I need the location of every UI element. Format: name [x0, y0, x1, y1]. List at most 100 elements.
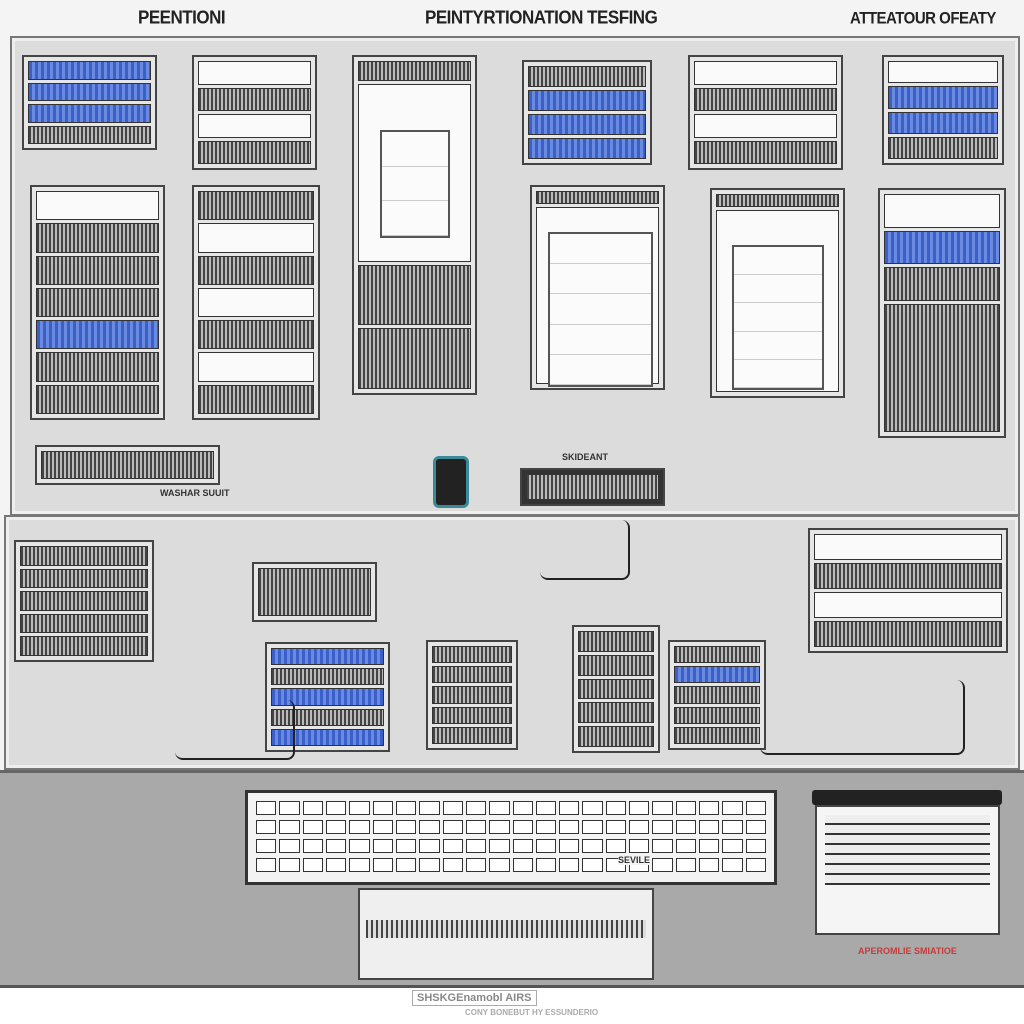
keyboard-key[interactable] — [489, 820, 510, 834]
keyboard-key[interactable] — [325, 801, 347, 815]
keyboard-key[interactable] — [465, 839, 487, 853]
keyboard-key[interactable] — [349, 858, 370, 872]
keyboard-key[interactable] — [699, 839, 720, 853]
keyboard-key[interactable] — [559, 820, 580, 834]
keyboard-key[interactable] — [279, 858, 300, 872]
keyboard-key[interactable] — [745, 820, 766, 834]
keyboard-key[interactable] — [442, 801, 463, 815]
server-rack — [30, 185, 165, 420]
keyboard-key[interactable] — [419, 839, 440, 853]
footer — [0, 985, 1024, 1024]
keyboard[interactable] — [245, 790, 777, 885]
keyboard-key[interactable] — [745, 839, 766, 853]
keyboard-key[interactable] — [395, 801, 417, 815]
keyboard-key[interactable] — [605, 820, 627, 834]
keyboard-key[interactable] — [372, 858, 393, 872]
keyboard-key[interactable] — [419, 801, 440, 815]
keyboard-key[interactable] — [675, 801, 697, 815]
keyboard-key[interactable] — [582, 820, 603, 834]
keyboard-key[interactable] — [559, 858, 580, 872]
keyboard-key[interactable] — [675, 820, 697, 834]
keyboard-key[interactable] — [302, 820, 323, 834]
keyboard-key[interactable] — [722, 839, 743, 853]
keyboard-key[interactable] — [652, 801, 673, 815]
keyboard-key[interactable] — [395, 820, 417, 834]
keyboard-key[interactable] — [302, 839, 323, 853]
keyboard-key[interactable] — [372, 820, 393, 834]
keyboard-key[interactable] — [372, 801, 393, 815]
keyboard-key[interactable] — [699, 820, 720, 834]
keyboard-key[interactable] — [489, 839, 510, 853]
keyboard-key[interactable] — [395, 839, 417, 853]
server-rack — [882, 55, 1004, 165]
keyboard-key[interactable] — [442, 820, 463, 834]
keyboard-key[interactable] — [582, 839, 603, 853]
keyboard-key[interactable] — [442, 839, 463, 853]
keyboard-key[interactable] — [395, 858, 417, 872]
keyboard-key[interactable] — [256, 839, 277, 853]
server-rack — [668, 640, 766, 750]
keyboard-key[interactable] — [722, 820, 743, 834]
server-rack — [265, 642, 390, 752]
keyboard-key[interactable] — [559, 839, 580, 853]
keyboard-key[interactable] — [722, 858, 743, 872]
cable — [760, 680, 965, 755]
keyboard-key[interactable] — [349, 820, 370, 834]
keyboard-key[interactable] — [745, 801, 766, 815]
keyboard-key[interactable] — [256, 820, 277, 834]
keyboard-key[interactable] — [629, 801, 650, 815]
keyboard-key[interactable] — [419, 858, 440, 872]
keyboard-key[interactable] — [349, 839, 370, 853]
keyboard-key[interactable] — [256, 858, 277, 872]
cable — [540, 520, 630, 580]
keyboard-key[interactable] — [699, 801, 720, 815]
keyboard-key[interactable] — [535, 839, 557, 853]
keyboard-key[interactable] — [256, 801, 277, 815]
keyboard-key[interactable] — [279, 801, 300, 815]
laptop[interactable] — [815, 805, 1000, 935]
keyboard-key[interactable] — [582, 801, 603, 815]
monitor-screen — [732, 245, 824, 390]
keyboard-key[interactable] — [675, 858, 697, 872]
keyboard-key[interactable] — [605, 801, 627, 815]
keyboard-key[interactable] — [465, 820, 487, 834]
keyboard-key[interactable] — [629, 820, 650, 834]
keyboard-key[interactable] — [535, 858, 557, 872]
keyboard-key[interactable] — [722, 801, 743, 815]
keyboard-key[interactable] — [325, 839, 347, 853]
keyboard-key[interactable] — [302, 801, 323, 815]
keyboard-key[interactable] — [582, 858, 603, 872]
keyboard-key[interactable] — [652, 820, 673, 834]
server-rack — [522, 60, 652, 165]
keyboard-key[interactable] — [512, 820, 533, 834]
keyboard-key[interactable] — [605, 839, 627, 853]
switch-unit — [520, 468, 665, 506]
control-panel — [808, 528, 1008, 653]
keyboard-key[interactable] — [465, 801, 487, 815]
keyboard-key[interactable] — [652, 839, 673, 853]
keyboard-key[interactable] — [745, 858, 766, 872]
keyboard-key[interactable] — [629, 839, 650, 853]
keyboard-key[interactable] — [512, 801, 533, 815]
keyboard-key[interactable] — [465, 858, 487, 872]
keyboard-key[interactable] — [325, 820, 347, 834]
keyboard-key[interactable] — [535, 801, 557, 815]
keyboard-key[interactable] — [325, 858, 347, 872]
keyboard-key[interactable] — [512, 839, 533, 853]
keyboard-key[interactable] — [535, 820, 557, 834]
keyboard-key[interactable] — [489, 801, 510, 815]
keyboard-key[interactable] — [372, 839, 393, 853]
keyboard-key[interactable] — [512, 858, 533, 872]
keyboard-key[interactable] — [349, 801, 370, 815]
keyboard-key[interactable] — [302, 858, 323, 872]
keyboard-key[interactable] — [559, 801, 580, 815]
keyboard-key[interactable] — [419, 820, 440, 834]
keyboard-key[interactable] — [675, 839, 697, 853]
keyboard-key[interactable] — [489, 858, 510, 872]
keyboard-key[interactable] — [279, 839, 300, 853]
keyboard-key[interactable] — [442, 858, 463, 872]
keyboard-key[interactable] — [699, 858, 720, 872]
keyboard-key[interactable] — [652, 858, 673, 872]
keyboard-label: SEVILE — [618, 855, 651, 865]
keyboard-key[interactable] — [279, 820, 300, 834]
